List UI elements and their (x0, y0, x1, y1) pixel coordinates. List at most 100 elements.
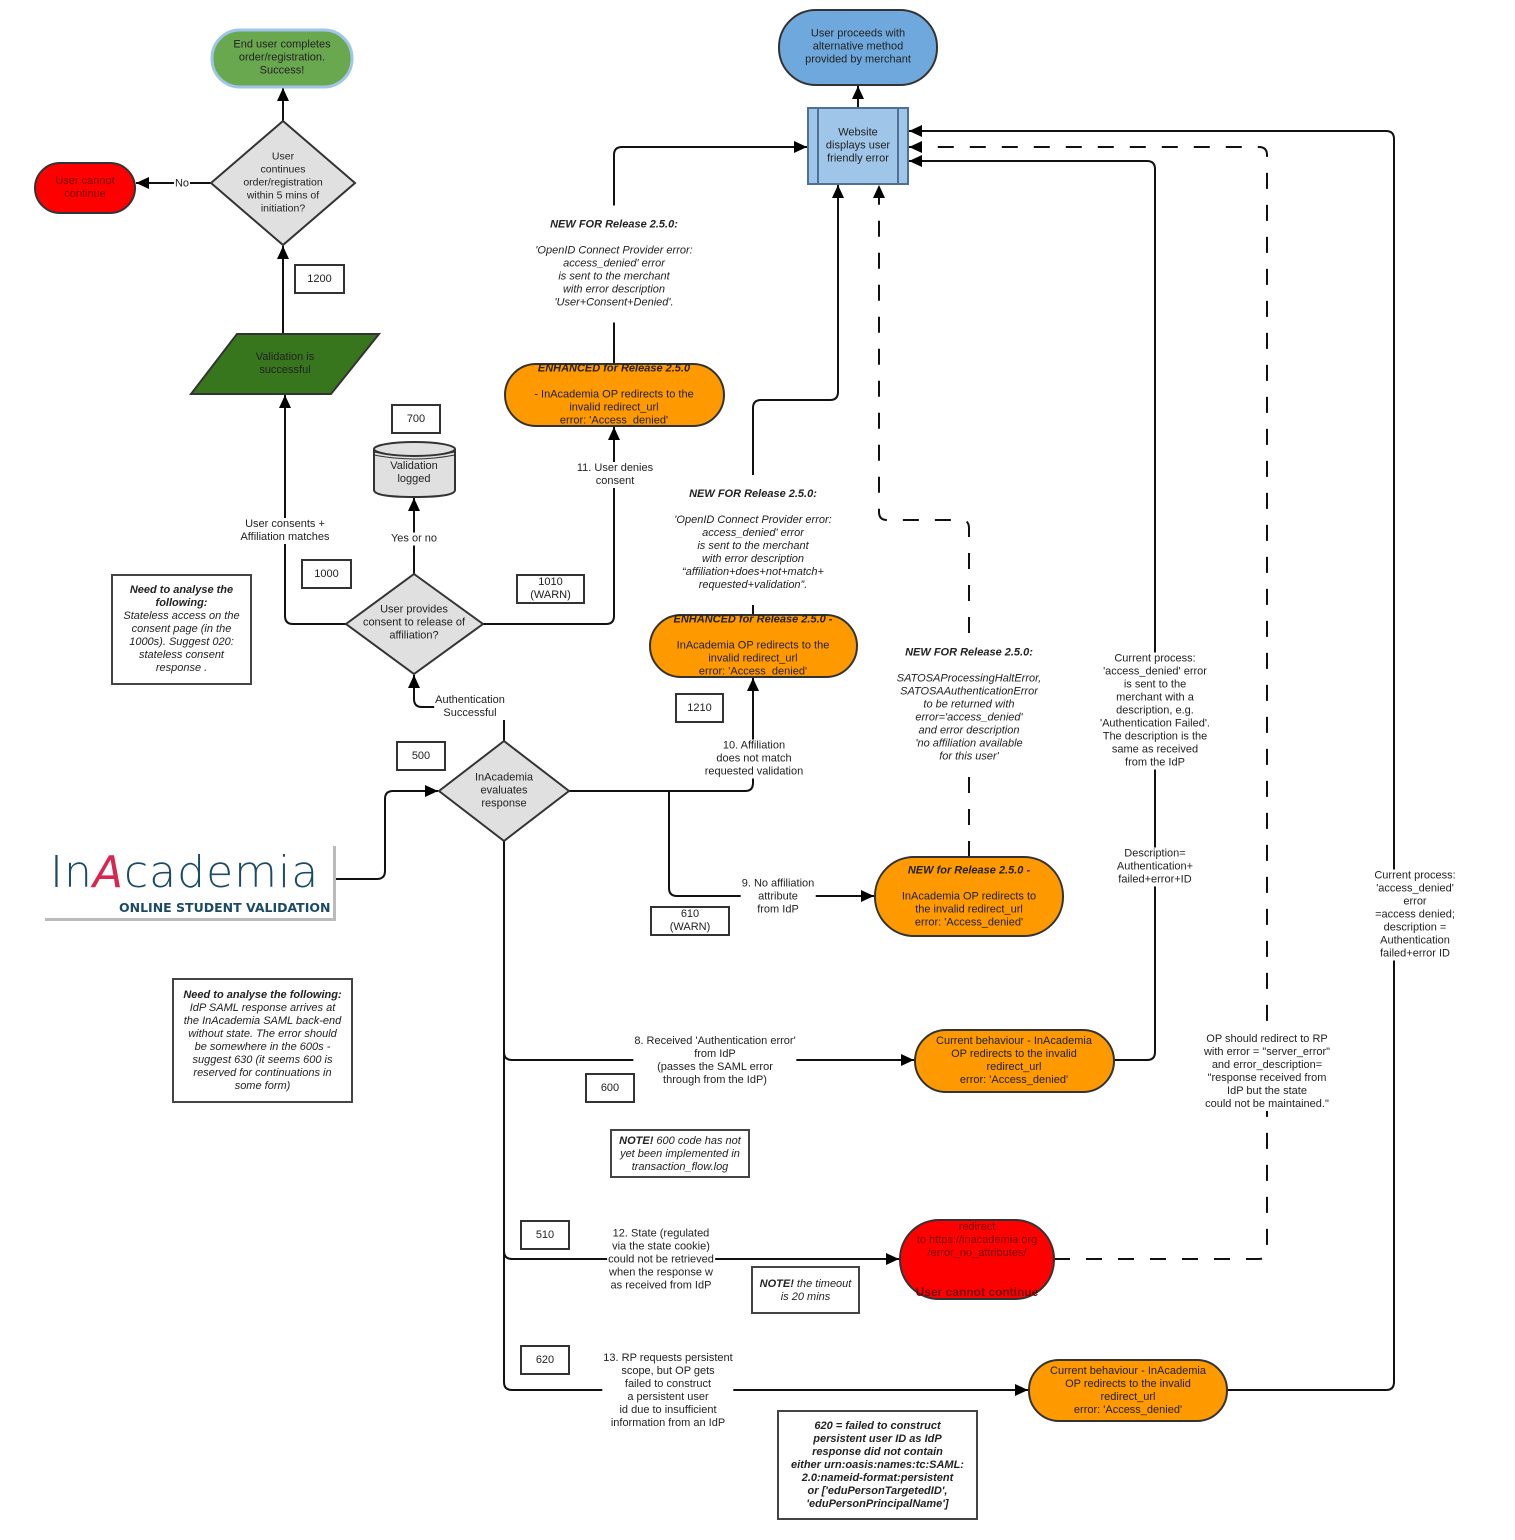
edge-no-affiliation (668, 791, 874, 902)
code-1200: 1200 (294, 264, 345, 294)
code-600: 600 (585, 1073, 635, 1103)
note-consent: Need to analyse the following: Stateless… (111, 574, 252, 685)
code-500: 500 (396, 741, 446, 771)
code-510: 510 (520, 1220, 570, 1250)
edge-label-op-should-redirect: OP should redirect to RP with error = "s… (1202, 1033, 1332, 1111)
edge-label-no-affiliation: 9. No affiliation attribute from IdP (740, 877, 816, 917)
orange-auth-error-terminal (914, 1029, 1115, 1093)
new-satosa-title: NEW FOR Release 2.5.0: (905, 646, 1033, 659)
new-affiliation-body: 'OpenID Connect Provider error: access_d… (674, 514, 832, 591)
note-600-title: NOTE! (619, 1135, 654, 1147)
website-error-process (807, 107, 909, 185)
edge-state-dashed (909, 141, 1268, 1260)
decision-consent (344, 572, 485, 676)
note-620: 620 = failed to construct persistent use… (777, 1410, 978, 1520)
orange-affiliation-terminal (649, 614, 858, 678)
edge-user-denies (483, 427, 620, 625)
red-redirect-body: redirect to https://inacademia.org /erro… (916, 1221, 1038, 1259)
edge-label-new-affiliation: NEW FOR Release 2.5.0: 'OpenID Connect P… (673, 475, 833, 605)
success-text: End user completes order/registration. S… (233, 38, 331, 77)
code-1000: 1000 (301, 559, 352, 589)
edge-label-new-consent: NEW FOR Release 2.5.0: 'OpenID Connect P… (534, 205, 694, 323)
note-timeout: NOTE! the timeout is 20 mins (751, 1266, 860, 1314)
orange-affiliation-text: ENHANCED for Release 2.5.0 - InAcademia … (674, 601, 833, 692)
logo-tagline: ONLINE STUDENT VALIDATION (119, 900, 331, 915)
new-consent-title: NEW FOR Release 2.5.0: (550, 218, 678, 231)
edge-auth-successful (408, 675, 505, 741)
orange-no-affiliation-terminal (874, 856, 1064, 937)
orange-persistent-text: Current behaviour - InAcademia OP redire… (1050, 1365, 1206, 1416)
new-consent-body: 'OpenID Connect Provider error: access_d… (535, 244, 693, 309)
edge-label-yes-or-no: Yes or no (389, 532, 439, 546)
note-timeout-body: the timeout is 20 mins (780, 1278, 852, 1303)
orange-consent-body: - InAcademia OP redirects to the invalid… (534, 388, 694, 427)
edge-auth-error (503, 1051, 914, 1066)
orange-affiliation-body: InAcademia OP redirects to the invalid r… (676, 639, 830, 678)
validation-successful-parallelogram (188, 333, 382, 395)
edge-affiliation-to-website (752, 185, 844, 615)
note-consent-body: Stateless access on the consent page (in… (123, 610, 240, 674)
orange-persistent-terminal (1028, 1359, 1228, 1422)
note-600-body: 600 code has not yet been implemented in… (620, 1135, 741, 1173)
edge-label-user-denies: 11. User denies consent (575, 462, 655, 488)
note-saml-body: IdP SAML response arrives at the InAcade… (183, 1001, 342, 1092)
edge-logo-to-evaluate (333, 785, 438, 880)
red-redirect-terminal (899, 1219, 1055, 1300)
alt-method-terminal (778, 9, 938, 86)
orange-no-affiliation-title: NEW for Release 2.5.0 - (907, 864, 1031, 877)
edge-label-affiliation-mismatch: 10. Affiliation does not match requested… (703, 739, 805, 779)
new-satosa-body: SATOSAProcessingHaltError, SATOSAAuthent… (896, 672, 1042, 763)
red-redirect-text: redirect to https://inacademia.org /erro… (916, 1208, 1039, 1312)
validation-logged-cylinder (373, 441, 456, 499)
edge-auth-error-to-website (909, 155, 1156, 1061)
code-610: 610 (WARN) (650, 906, 730, 936)
orange-consent-terminal (504, 363, 725, 427)
user-cannot-continue-text: User cannot continue (55, 175, 115, 200)
orange-consent-text: ENHANCED for Release 2.5.0 - InAcademia … (534, 350, 693, 441)
edge-label-current-process-1: Current process: 'access_denied' error i… (1099, 652, 1211, 770)
validation-logged-text: Validation logged (390, 460, 438, 485)
code-1210: 1210 (675, 693, 724, 723)
logo-word-a: A (92, 847, 124, 898)
note-timeout-title: NOTE! (759, 1278, 794, 1290)
edge-label-new-satosa: NEW FOR Release 2.5.0: SATOSAProcessingH… (895, 633, 1043, 777)
orange-no-affiliation-body: InAcademia OP redirects to the invalid r… (901, 890, 1037, 929)
note-saml: Need to analyse the following: IdP SAML … (172, 978, 353, 1103)
edge-label-auth-successful: Authentication Successful (434, 694, 506, 720)
edge-affiliation-mismatch (569, 678, 759, 792)
inacademia-logo: InAcademia ONLINE STUDENT VALIDATION (42, 843, 333, 918)
edge-evaluate-trunk (503, 841, 513, 1391)
decision-evaluates-text: InAcademia evaluates response (474, 771, 534, 810)
edge-satosa-dashed (873, 185, 970, 857)
logo-wordmark: InAcademia (50, 847, 319, 898)
decision-consent-text: User provides consent to release of affi… (362, 603, 466, 642)
note-saml-title: Need to analyse the following: (183, 988, 342, 1001)
code-700: 700 (391, 404, 441, 434)
code-1010: 1010 (WARN) (516, 574, 585, 604)
note-600: NOTE! 600 code has not yet been implemen… (610, 1129, 750, 1178)
validation-successful-text: Validation is successful (255, 351, 315, 376)
edge-label-no: No (173, 177, 191, 191)
orange-no-affiliation-text: NEW for Release 2.5.0 - InAcademia OP re… (902, 852, 1036, 943)
edge-consents-matches (279, 395, 346, 625)
decision-continue (209, 119, 357, 247)
orange-affiliation-title: ENHANCED for Release 2.5.0 - (673, 613, 833, 626)
logo-word-prefix: In (50, 847, 93, 898)
edge-label-auth-error: 8. Received 'Authentication error' from … (633, 1035, 797, 1087)
note-consent-title: Need to analyse the following: (129, 584, 234, 609)
edge-state (503, 1250, 899, 1265)
decision-continue-text: User continues order/registration within… (243, 150, 323, 215)
edge-label-state: 12. State (regulated via the state cooki… (607, 1227, 715, 1293)
edge-label-persistent: 13. RP requests persistent scope, but OP… (602, 1352, 734, 1430)
edge-label-description: Description= Authentication+ failed+erro… (1115, 847, 1195, 887)
new-affiliation-title: NEW FOR Release 2.5.0: (689, 488, 817, 500)
edge-persistent-to-website (909, 125, 1395, 1391)
alt-method-text: User proceeds with alternative method pr… (805, 27, 911, 66)
user-cannot-continue-terminal (34, 162, 136, 214)
edge-label-current-process-2: Current process: 'access_denied' error =… (1365, 869, 1465, 961)
orange-consent-title: ENHANCED for Release 2.5.0 (537, 362, 691, 375)
code-620: 620 (520, 1345, 570, 1375)
red-redirect-title: User cannot continue (915, 1285, 1039, 1299)
